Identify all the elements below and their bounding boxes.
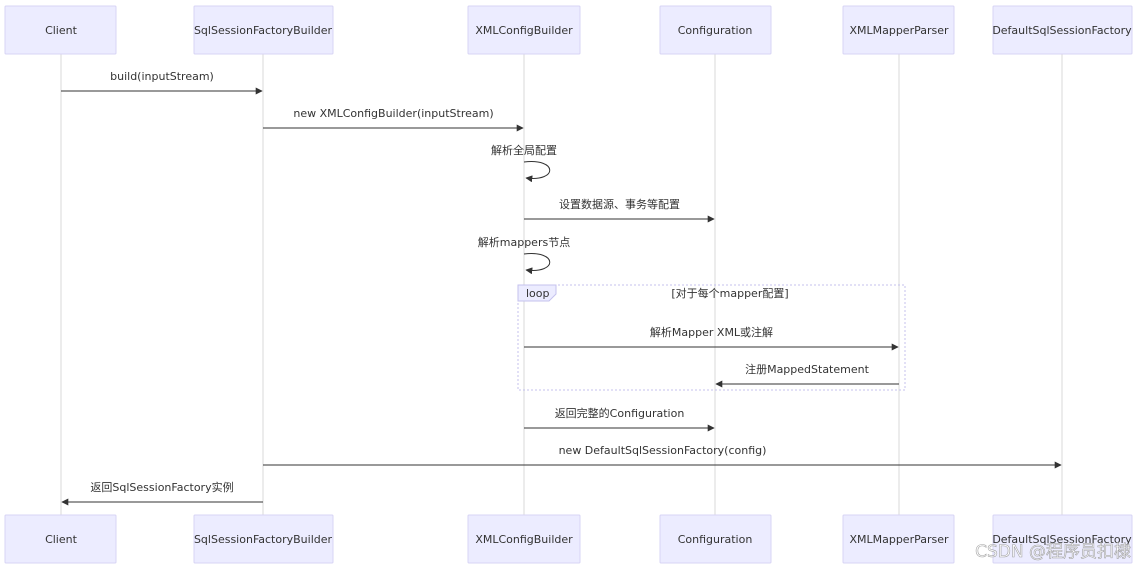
actor-name: XMLMapperParser <box>849 533 949 546</box>
loop-tab <box>517 284 557 302</box>
message-label: 解析全局配置 <box>491 143 557 157</box>
actor-box <box>4 514 117 564</box>
actor-box <box>193 514 334 564</box>
actor-builder-top: SqlSessionFactoryBuilder <box>193 5 334 55</box>
actor-box <box>842 514 955 564</box>
message-6: 解析Mapper XML或注解 <box>524 325 899 351</box>
message-label: new DefaultSqlSessionFactory(config) <box>559 444 767 457</box>
message-label: 设置数据源、事务等配置 <box>559 197 680 211</box>
message-10: 返回SqlSessionFactory实例 <box>61 480 263 506</box>
message-5: 解析mappers节点 <box>478 235 570 275</box>
actor-box <box>659 5 772 55</box>
actor-name: XMLMapperParser <box>849 24 949 37</box>
actor-box <box>992 5 1133 55</box>
actor-name: SqlSessionFactoryBuilder <box>194 24 333 37</box>
actors-bottom: Client SqlSessionFactoryBuilder XMLConfigB… <box>4 514 1133 564</box>
message-label: 注册MappedStatement <box>745 362 870 376</box>
message-label: new XMLConfigBuilder(inputStream) <box>293 107 493 120</box>
actor-configuration-top: Configuration <box>659 5 772 55</box>
actor-name: Client <box>45 533 78 546</box>
actor-box <box>842 5 955 55</box>
message-4: 设置数据源、事务等配置 <box>524 197 715 223</box>
message-label: 返回完整的Configuration <box>555 406 685 420</box>
loop-keyword: loop <box>526 287 550 300</box>
message-label: build(inputStream) <box>110 70 214 83</box>
message-3: 解析全局配置 <box>491 143 557 183</box>
message-8: 返回完整的Configuration <box>524 406 715 432</box>
self-message-arrow <box>523 161 551 183</box>
loop-frame: loop [对于每个mapper配置] <box>517 284 906 391</box>
actor-name: DefaultSqlSessionFactory <box>992 533 1132 546</box>
message-1: build(inputStream) <box>61 70 263 95</box>
actor-mapperparser-top: XMLMapperParser <box>842 5 955 55</box>
loop-condition: [对于每个mapper配置] <box>671 286 788 300</box>
message-label: 解析Mapper XML或注解 <box>650 325 773 339</box>
actor-name: Configuration <box>678 533 753 546</box>
actor-client-top: Client <box>4 5 117 55</box>
actor-builder-bottom: SqlSessionFactoryBuilder <box>193 514 334 564</box>
actor-box <box>467 514 581 564</box>
actors-top: Client SqlSessionFactoryBuilder XMLConfigB… <box>4 5 1133 55</box>
actor-name: Configuration <box>678 24 753 37</box>
actor-mapperparser-bottom: XMLMapperParser <box>842 514 955 564</box>
actor-name: Client <box>45 24 78 37</box>
actor-box <box>467 5 581 55</box>
actor-box <box>992 514 1133 564</box>
actor-name: DefaultSqlSessionFactory <box>992 24 1132 37</box>
loop-box <box>517 284 906 391</box>
actor-box <box>193 5 334 55</box>
actor-box <box>659 514 772 564</box>
actor-configuration-bottom: Configuration <box>659 514 772 564</box>
actor-defaultfactory-bottom: DefaultSqlSessionFactory <box>992 514 1133 564</box>
message-label: 返回SqlSessionFactory实例 <box>90 480 233 494</box>
self-message-arrow <box>523 253 551 275</box>
message-2: new XMLConfigBuilder(inputStream) <box>263 107 524 132</box>
message-7: 注册MappedStatement <box>715 362 899 388</box>
actor-name: XMLConfigBuilder <box>475 533 573 546</box>
messages: build(inputStream) new XMLConfigBuilder(i… <box>61 70 1062 506</box>
actor-name: SqlSessionFactoryBuilder <box>194 533 333 546</box>
message-label: 解析mappers节点 <box>478 235 570 249</box>
watermark: CSDN @程序员扣棣 <box>975 542 1131 562</box>
actor-client-bottom: Client <box>4 514 117 564</box>
actor-xmlconfig-bottom: XMLConfigBuilder <box>467 514 581 564</box>
actor-name: XMLConfigBuilder <box>475 24 573 37</box>
actor-defaultfactory-top: DefaultSqlSessionFactory <box>992 5 1133 55</box>
message-9: new DefaultSqlSessionFactory(config) <box>263 444 1062 469</box>
actor-xmlconfig-top: XMLConfigBuilder <box>467 5 581 55</box>
actor-box <box>4 5 117 55</box>
